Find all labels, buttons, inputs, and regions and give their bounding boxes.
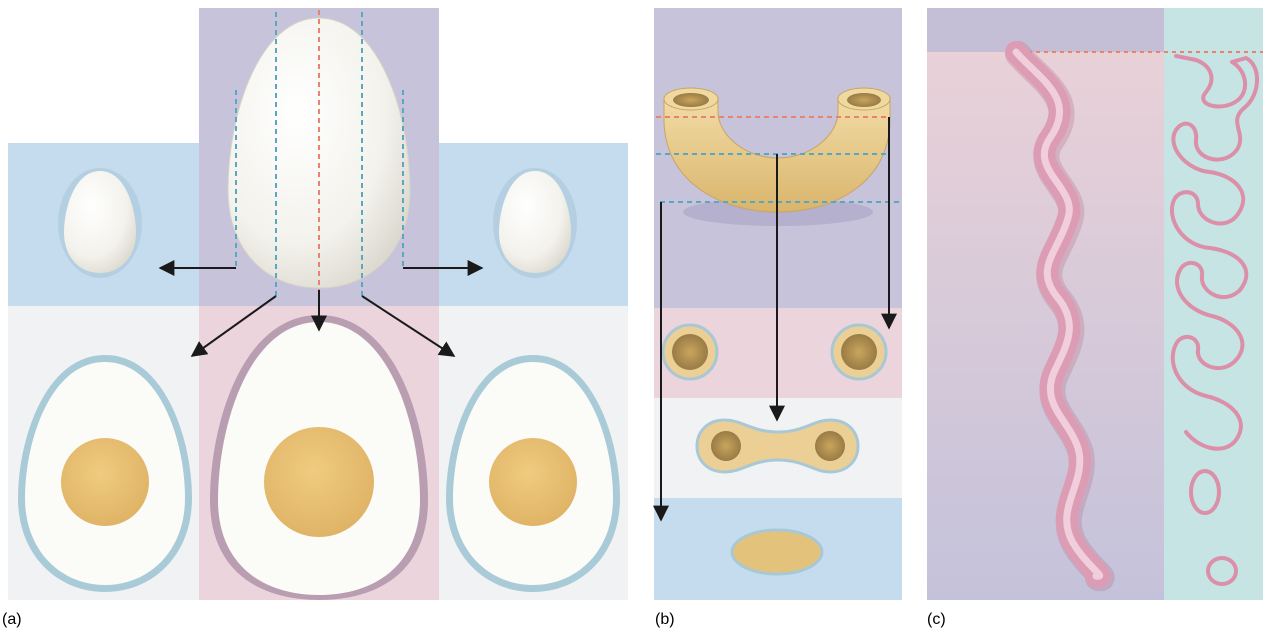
section-left-yolk — [61, 438, 149, 526]
panel-c-top-strip — [927, 8, 1164, 52]
panel-b — [654, 8, 902, 600]
macaroni-right-hole — [847, 93, 881, 107]
section-right-yolk — [489, 438, 577, 526]
panel-label-b: (b) — [655, 611, 675, 629]
panel-label-c: (c) — [927, 611, 946, 629]
section-oval — [732, 530, 822, 574]
section-dumbbell-right-hole — [815, 431, 845, 461]
section-center-yolk — [264, 427, 374, 537]
panel-a — [8, 8, 628, 600]
section-two-circles-right-hole — [841, 334, 877, 370]
section-two-circles-left-hole — [672, 334, 708, 370]
section-dumbbell-left-hole — [711, 431, 741, 461]
panel-label-a: (a) — [2, 611, 22, 629]
macaroni-left-hole — [673, 93, 709, 107]
panel-c — [927, 8, 1263, 600]
